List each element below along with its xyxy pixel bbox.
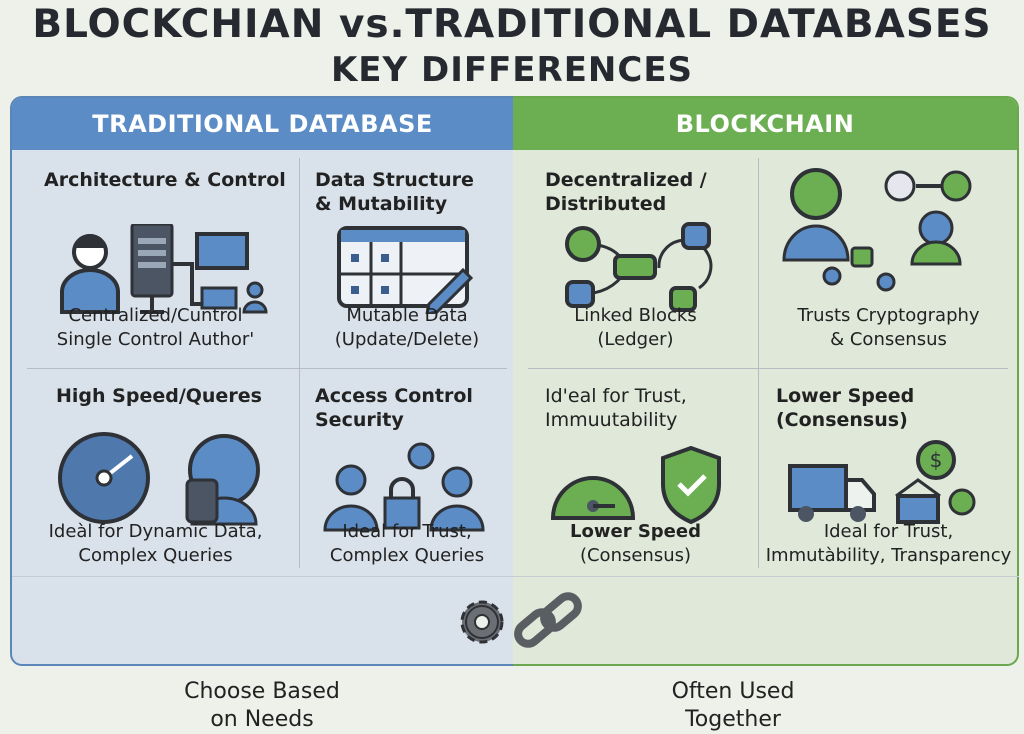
data-structure-cell: Data Structure & Mutability Mutable Data… — [299, 154, 515, 364]
cryptography-cell: Trusts Cryptography & Consensus — [758, 154, 1019, 364]
cell-desc: Linked Blocks — [574, 305, 697, 326]
cell-desc: Centralized/Cuntrol — [68, 305, 243, 326]
cell-heading: Lower Speed (Consensus) — [776, 385, 915, 431]
traditional-panel: TRADITIONAL DATABASE Architecture & Cont… — [10, 96, 515, 732]
cell-desc: Ideal for Trust, — [823, 521, 954, 542]
cell-heading: Architecture & Control — [44, 169, 286, 191]
delivery-payment-icon: $ — [788, 440, 976, 524]
chain-link-icon — [514, 592, 582, 648]
cell-heading: High Speed/Queres — [56, 385, 262, 407]
cell-desc: Lower Speed — [570, 521, 701, 542]
cell-desc: Ideal for Trust, — [342, 521, 472, 542]
footer-right-text: Often Used Together — [671, 679, 795, 732]
cell-desc: Immutàbility, Transparency — [765, 545, 1012, 566]
subtitle: KEY DIFFERENCES — [330, 50, 694, 90]
traditional-header: TRADITIONAL DATABASE — [12, 98, 513, 150]
access-control-cell: Access Control Security Ideal for Trust,… — [299, 370, 515, 580]
cell-desc: Ideàl for Dynamic Data, — [48, 521, 263, 542]
editable-table-icon — [337, 226, 474, 314]
blockchain-header: BLOCKCHAIN — [513, 98, 1017, 150]
svg-text:$: $ — [930, 448, 943, 472]
blockchain-panel: BLOCKCHAIN Decentralized / Distributed L… — [513, 96, 1019, 732]
cell-desc: & Consensus — [830, 329, 947, 350]
cell-desc: Complex Queries — [329, 545, 485, 566]
cell-desc: Complex Queries — [78, 545, 233, 566]
architecture-cell: Architecture & Control Centralized/Cuntr… — [12, 154, 299, 364]
cell-heading: Decentralized / Distributed — [545, 169, 707, 215]
gauge-shield-icon — [550, 445, 721, 524]
cell-desc: Trusts Cryptography — [797, 305, 980, 326]
server-network-icon — [60, 224, 268, 314]
cell-desc: (Consensus) — [579, 545, 692, 566]
main-title: BLOCKCHIAN vs.TRADITIONAL DATABASES — [32, 2, 992, 47]
cell-heading: Access Control Security — [315, 385, 473, 431]
gear-chain-icon — [460, 592, 582, 648]
cell-desc: Single Control Author' — [56, 329, 255, 350]
linked-blocks-icon — [565, 222, 713, 312]
speed-cell: High Speed/Queres Ideàl for Dynamic Data… — [12, 370, 299, 580]
trust-cell: Id'eal for Trust, Immuutability Lower Sp… — [513, 370, 758, 580]
cell-desc: (Ledger) — [597, 329, 674, 350]
users-lock-icon — [323, 442, 485, 532]
speedometer-icon — [58, 432, 260, 526]
lower-speed-cell: Lower Speed (Consensus) $ Ideal for Trus… — [758, 370, 1019, 580]
cell-heading: Data Structure & Mutability — [315, 169, 474, 215]
gear-icon — [460, 600, 504, 644]
footer-left-text: Choose Based on Needs — [184, 679, 340, 732]
peer-network-icon — [782, 168, 972, 292]
cell-desc: Mutable Data — [346, 305, 468, 326]
cell-heading: Id'eal for Trust, Immuutability — [545, 385, 687, 431]
cell-desc: (Update/Delete) — [334, 329, 480, 350]
decentralized-cell: Decentralized / Distributed Linked Block… — [513, 154, 758, 364]
